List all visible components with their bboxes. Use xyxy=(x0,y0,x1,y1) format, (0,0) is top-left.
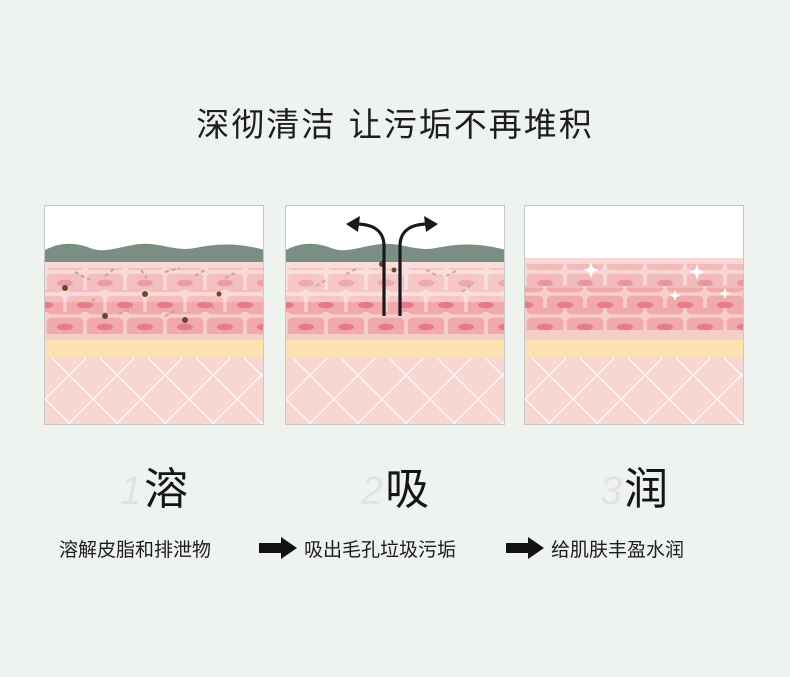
extract-arrows-icon xyxy=(355,222,429,316)
sparkle-icon xyxy=(583,262,731,301)
step-word: 润 xyxy=(624,464,669,515)
step-word: 吸 xyxy=(385,464,430,515)
step-word: 溶 xyxy=(144,464,189,515)
step-3-heading: 3润 xyxy=(524,453,744,517)
step-number: 3 xyxy=(599,469,623,513)
step-1-description: 溶解皮脂和排泄物 xyxy=(59,539,212,561)
page-title: 深彻清洁 让污垢不再堆积 xyxy=(196,105,594,144)
skin-diagram-moisturize xyxy=(524,205,744,425)
skin-diagram-dissolve xyxy=(44,205,264,425)
step-1-heading: 1溶 xyxy=(44,453,264,517)
step-2-heading: 2吸 xyxy=(285,453,505,517)
right-arrow-icon xyxy=(259,537,297,559)
skin-diagram-extract xyxy=(285,205,505,425)
step-2-description: 吸出毛孔垃圾污垢 xyxy=(304,539,457,561)
step-number: 2 xyxy=(360,469,384,513)
step-3-description: 给肌肤丰盈水润 xyxy=(551,539,685,561)
right-arrow-icon xyxy=(506,537,544,559)
step-number: 1 xyxy=(119,469,143,513)
